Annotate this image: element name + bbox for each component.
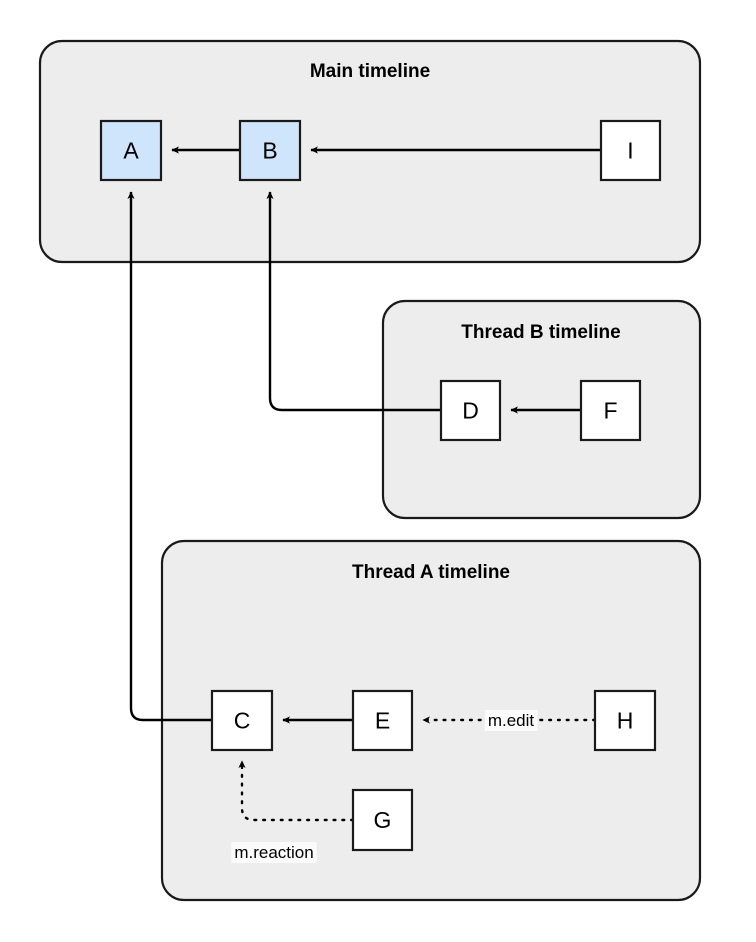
node-D[interactable]: D <box>439 379 502 442</box>
node-H-rect[interactable] <box>593 689 657 752</box>
edge-G-to-C <box>238 759 355 822</box>
node-F-rect[interactable] <box>579 379 642 442</box>
nodes-layer: A B I D F C E H G <box>99 119 662 852</box>
node-D-label: D <box>462 398 479 424</box>
node-A-label: A <box>123 138 139 164</box>
node-B-rect[interactable] <box>238 119 302 182</box>
node-C[interactable]: C <box>210 689 274 752</box>
edge-labels-layer: m.edit m.reaction <box>231 710 538 863</box>
node-G-rect[interactable] <box>351 788 414 852</box>
node-E-label: E <box>375 708 390 734</box>
node-C-rect[interactable] <box>210 689 274 752</box>
node-E-rect[interactable] <box>351 689 414 752</box>
node-G-label: G <box>374 807 392 833</box>
group-thread-a-timeline-title: Thread A timeline <box>352 562 510 583</box>
edge-label-G-to-C: m.reaction <box>234 843 313 862</box>
edge-label-bg-G-to-C <box>231 842 317 863</box>
edge-C-to-A <box>127 191 212 722</box>
edge-D-to-B <box>266 191 441 412</box>
node-A-rect[interactable] <box>99 119 163 182</box>
node-B-label: B <box>262 138 277 164</box>
node-H[interactable]: H <box>593 689 657 752</box>
group-main-timeline-rect <box>38 39 702 264</box>
node-D-rect[interactable] <box>439 379 502 442</box>
node-G[interactable]: G <box>351 788 414 852</box>
node-E[interactable]: E <box>351 689 414 752</box>
node-I[interactable]: I <box>599 119 662 182</box>
node-B[interactable]: B <box>238 119 302 182</box>
node-A[interactable]: A <box>99 119 163 182</box>
edge-label-H-to-E: m.edit <box>488 711 535 730</box>
node-C-label: C <box>234 708 251 734</box>
group-main-timeline-title: Main timeline <box>310 61 430 82</box>
group-main-timeline: Main timeline <box>38 39 702 264</box>
node-I-label: I <box>627 138 633 164</box>
node-H-label: H <box>617 708 634 734</box>
edges-layer <box>127 146 601 822</box>
node-F-label: F <box>603 398 617 424</box>
edge-label-bg-H-to-E <box>484 710 538 731</box>
group-thread-b-timeline-title: Thread B timeline <box>461 322 620 343</box>
node-I-rect[interactable] <box>599 119 662 182</box>
node-F[interactable]: F <box>579 379 642 442</box>
